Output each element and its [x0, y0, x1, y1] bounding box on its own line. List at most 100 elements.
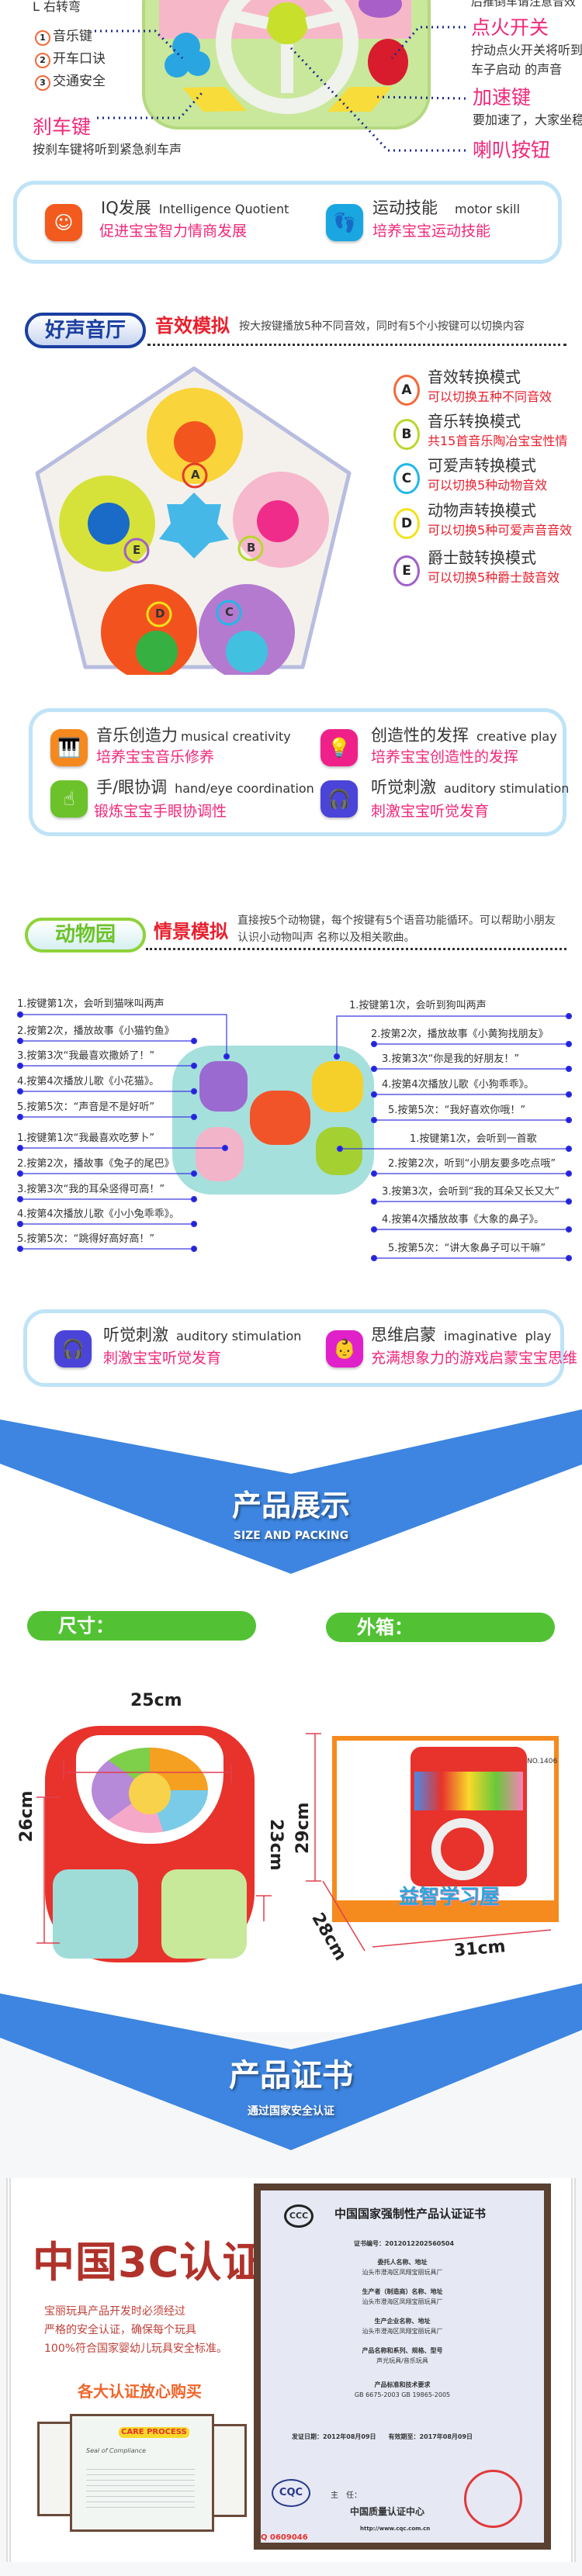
- pad-letter-b: B: [247, 541, 256, 555]
- list-item: 5.按第5次：“我好喜欢你哦！”: [388, 1105, 526, 1116]
- cert-line: 汕头市澄海区凤翔宝丽玩具厂: [362, 2298, 443, 2305]
- feature-title-en: hand/eye coordination: [175, 781, 314, 796]
- feature-desc: 培养宝宝音乐修养: [96, 749, 215, 766]
- headphones-icon: 🎧: [54, 1330, 92, 1368]
- list-item: 4.按第4次播放儿歌《小花猫》。: [17, 1076, 160, 1087]
- box-dimension-lines: [306, 1733, 552, 1952]
- mode-desc: 可以切换5种可爱声音音效: [428, 523, 573, 538]
- headphones-icon: 🎧: [320, 780, 358, 818]
- ccc-headline: 中国3C认证: [33, 2238, 265, 2287]
- cat-button[interactable]: [199, 1061, 248, 1112]
- cert-line: 生产企业名称、地址: [374, 2318, 431, 2325]
- dotted-divider: [147, 344, 566, 346]
- ccc-cert-body: 委托人名称、地址 汕头市澄海区凤翔宝丽玩具厂 生产者（制造商）名称、地址 汕头市…: [261, 2257, 544, 2400]
- dimension-lines: [36, 1761, 272, 1944]
- brake-desc: 按刹车键将听到紧急刹车声: [33, 142, 182, 157]
- feature-title: 创造性的发挥 creative play: [371, 726, 557, 745]
- feature-desc: 促进宝宝智力情商发展: [99, 223, 248, 240]
- cert-line: 产品名称和系列、规格、型号: [362, 2347, 443, 2354]
- ccc-cert-number: 证书编号：2012012202560504: [354, 2240, 455, 2247]
- feature-title-en: Intelligence Quotient: [158, 202, 289, 216]
- number-badge: 3: [35, 75, 50, 91]
- accelerate-desc: 要加速了，大家坐稳: [473, 112, 582, 127]
- mode-desc: 可以切换5种动物音效: [428, 478, 548, 493]
- ignition-title: 点火开关: [471, 16, 549, 39]
- ccc-cert-dates: 发证日期：2012年08月09日 有效期至：2017年08月09日: [292, 2433, 473, 2440]
- list-item: 1.按键第1次，会听到狗叫两声: [349, 1000, 487, 1011]
- feature-title-en: auditory stimulation: [176, 1329, 302, 1343]
- list-item: 5.按第5次：“跳得好高好高！”: [17, 1233, 155, 1245]
- mode-desc: 共15首音乐陶冶宝宝性情: [428, 434, 568, 448]
- care-seal-text: Seal of Compliance: [86, 2447, 147, 2454]
- box-model-number: NO.1406: [527, 1758, 558, 1765]
- chick-button[interactable]: [250, 1091, 310, 1145]
- cert-line: 委托人名称、地址: [377, 2259, 428, 2266]
- ignition-desc-2: 车子启动 的声音: [471, 62, 563, 77]
- list-item: 4.按第4次播放故事《大象的鼻子》。: [382, 1214, 545, 1226]
- steering-wheel-toy-image: [95, 0, 466, 152]
- feature-title-en: musical creativity: [181, 729, 291, 744]
- dog-button[interactable]: [312, 1061, 363, 1112]
- list-item: 3.按第3次“我的耳朵竖得可高！”: [17, 1184, 165, 1195]
- cert-line: 产品标准和技术要求: [374, 2381, 431, 2388]
- feature-title-cn: 创造性的发挥: [371, 726, 469, 745]
- list-item: 5.按第5次：“声音是不是好听”: [17, 1101, 155, 1113]
- zoo-desc-1: 直接按5个动物键，每个按键有5个语音功能循环。可以帮助小朋友: [237, 915, 556, 927]
- feature-desc: 培养宝宝运动技能: [372, 223, 491, 240]
- piano-icon: 🎹: [50, 729, 88, 766]
- feature-title-cn: 思维启蒙: [371, 1326, 436, 1344]
- feature-title-cn: 运动技能: [372, 199, 438, 217]
- certificate-thumb: [210, 2424, 247, 2517]
- mode-desc: 可以切换五种不同音效: [428, 389, 553, 404]
- number-badge: 2: [35, 53, 50, 68]
- ccc-signer-label: 主 任：: [331, 2491, 362, 2500]
- reverse-label: 后推倒车请注意音效: [471, 0, 577, 9]
- chevron-banner: [0, 1983, 582, 2150]
- letter-circle-icon: A: [393, 375, 420, 406]
- rabbit-button[interactable]: [196, 1127, 244, 1181]
- cert-subheadline: 各大认证放心购买: [78, 2382, 202, 2401]
- size-label: 外箱：: [357, 1616, 413, 1638]
- cert-para-line: 宝丽玩具产品开发时必须经过: [44, 2305, 185, 2318]
- cert-para-line: 100%符合国家婴幼儿玩具安全标准。: [44, 2343, 228, 2355]
- list-item: 3.按第3次“你是我的好朋友！”: [382, 1053, 520, 1065]
- mode-title: 动物声转换模式: [428, 501, 536, 520]
- list-item: 2.按第2次，播放故事《小黄狗找朋友》: [371, 1029, 549, 1040]
- list-item: 5.按第5次：“讲大象鼻子可以干嘛”: [388, 1243, 546, 1254]
- mode-title: 音乐转换模式: [428, 412, 521, 430]
- pad-letter-c: C: [225, 605, 234, 619]
- feature-title-en: creative play: [476, 729, 557, 744]
- list-item: 1.按键第1次“我最喜欢吃萝卜”: [17, 1132, 155, 1144]
- list-item: 1.按键第1次，会听到猫咪叫两声: [17, 998, 165, 1010]
- mode-legend-a: A 音效转换模式可以切换五种不同音效: [393, 368, 577, 412]
- mode-title: 音效转换模式: [428, 368, 521, 386]
- feature-desc: 锻炼宝宝手眼协调性: [94, 803, 227, 820]
- inner-height-dimension: 23cm: [266, 1819, 286, 1871]
- letter-circle-icon: E: [393, 555, 420, 586]
- feature-desc: 刺激宝宝听觉发育: [103, 1350, 222, 1367]
- ccc-cert-title: 中国国家强制性产品认证证书: [334, 2207, 487, 2221]
- ccc-org-name: 中国质量认证中心: [350, 2506, 425, 2517]
- sound-sim-desc: 按大按键播放5种不同音效，同时有5个小按键可以切换内容: [239, 320, 525, 333]
- size-value: 31x28x29cm: [368, 1646, 501, 1668]
- list-item: 3.按第3次“我最喜欢撒娇了！”: [17, 1050, 155, 1062]
- list-item: 4.按第4次播放儿歌《小小兔乖乖》。: [17, 1208, 180, 1220]
- scene-sim-title: 情景模拟: [154, 921, 228, 942]
- horn-title: 喇叭按钮: [473, 139, 551, 161]
- music-key-label: 音乐键: [53, 29, 92, 44]
- list-item: 2.按第2次，播放故事《小猫钓鱼》: [17, 1025, 175, 1037]
- feature-desc: 充满想象力的游戏启蒙宝宝思维: [371, 1350, 578, 1367]
- feature-title-cn: 音乐创造力: [96, 726, 178, 745]
- list-item: 2.按第2次，听到“小朋友要多吃点哦”: [388, 1158, 556, 1170]
- list-item: 1.按键第1次，会听到一首歌: [410, 1133, 537, 1145]
- accelerate-title: 加速键: [473, 86, 532, 109]
- pad-letter-a: A: [191, 468, 200, 482]
- packaging-box-image: NO.1406 益智学习屋: [332, 1736, 559, 1922]
- feature-desc: 刺激宝宝听觉发育: [371, 803, 490, 820]
